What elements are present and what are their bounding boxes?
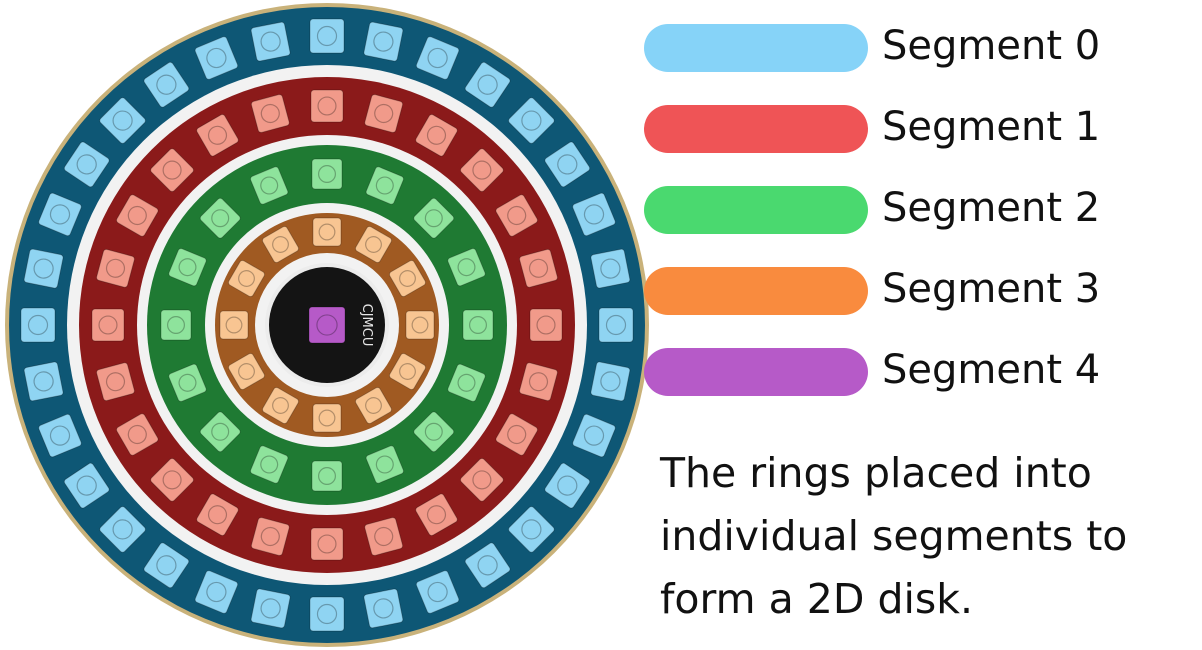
led-segment-3-9 xyxy=(220,311,248,339)
led-segment-0-17 xyxy=(251,588,291,628)
legend-label-segment-1: Segment 1 xyxy=(882,101,1100,153)
led-segment-2-0 xyxy=(312,159,342,189)
led-segment-0-23 xyxy=(24,361,64,401)
led-segment-0-24 xyxy=(21,308,55,342)
led-segment-0-9 xyxy=(590,361,630,401)
legend-swatch-segment-1 xyxy=(644,105,868,153)
led-segment-0-31 xyxy=(251,22,291,62)
legend-swatch-segment-3 xyxy=(644,267,868,315)
led-segment-0-15 xyxy=(363,588,403,628)
led-segment-0-8 xyxy=(599,308,633,342)
legend: Segment 0 Segment 1 Segment 2 Segment 3 … xyxy=(644,22,1184,427)
legend-swatch-segment-0 xyxy=(644,24,868,72)
legend-swatch-segment-2 xyxy=(644,186,868,234)
legend-item-segment-1: Segment 1 xyxy=(644,103,1184,184)
legend-label-segment-4: Segment 4 xyxy=(882,344,1100,396)
led-segment-1-12 xyxy=(311,528,343,560)
led-segment-0-7 xyxy=(590,249,630,289)
legend-item-segment-2: Segment 2 xyxy=(644,184,1184,265)
led-segment-0-25 xyxy=(24,249,64,289)
led-segment-2-4 xyxy=(463,310,493,340)
led-segment-1-18 xyxy=(92,309,124,341)
led-segment-2-12 xyxy=(161,310,191,340)
led-segment-1-0 xyxy=(311,90,343,122)
led-segment-1-6 xyxy=(530,309,562,341)
led-segment-3-0 xyxy=(313,218,341,246)
legend-item-segment-0: Segment 0 xyxy=(644,22,1184,103)
legend-label-segment-3: Segment 3 xyxy=(882,263,1100,315)
led-segment-2-8 xyxy=(312,461,342,491)
legend-swatch-segment-4 xyxy=(644,348,868,396)
led-segment-4-0 xyxy=(309,307,345,343)
legend-item-segment-3: Segment 3 xyxy=(644,265,1184,346)
legend-label-segment-2: Segment 2 xyxy=(882,182,1100,234)
legend-item-segment-4: Segment 4 xyxy=(644,346,1184,427)
led-segment-3-6 xyxy=(313,404,341,432)
led-disk-svg: CJMCU xyxy=(0,0,660,650)
led-segment-3-3 xyxy=(406,311,434,339)
caption-text: The rings placed into individual segment… xyxy=(660,442,1190,631)
led-segment-0-1 xyxy=(363,22,403,62)
led-disk: CJMCU xyxy=(0,0,660,650)
legend-label-segment-0: Segment 0 xyxy=(882,20,1100,72)
board-marking-text: CJMCU xyxy=(359,304,374,347)
led-segment-0-0 xyxy=(310,19,344,53)
led-segment-0-16 xyxy=(310,597,344,631)
